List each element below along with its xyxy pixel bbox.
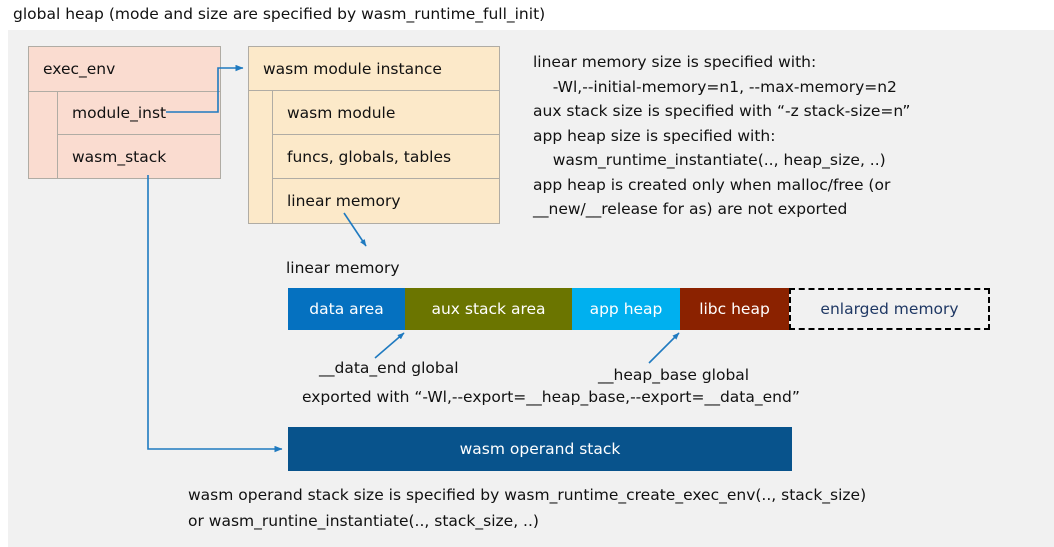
- module-instance-header: wasm module instance: [249, 47, 499, 91]
- wasm-module-instance-box: wasm module instance wasm module funcs, …: [248, 46, 500, 224]
- exec-env-fields: module_inst wasm_stack: [58, 92, 220, 178]
- module-instance-body: wasm module funcs, globals, tables linea…: [249, 91, 499, 223]
- exec-env-box: exec_env module_inst wasm_stack: [28, 46, 221, 179]
- module-instance-fields: wasm module funcs, globals, tables linea…: [273, 91, 499, 223]
- linear-memory-bar: data area aux stack area app heap libc h…: [288, 288, 990, 330]
- wasm-operand-stack-box: wasm operand stack: [288, 427, 792, 471]
- memory-segment-data-area: data area: [288, 288, 405, 330]
- exec-env-header: exec_env: [29, 47, 220, 92]
- exec-env-field-module-inst: module_inst: [58, 92, 220, 135]
- data-end-global-label: __data_end global: [319, 359, 459, 377]
- page-title: global heap (mode and size are specified…: [13, 5, 546, 23]
- exec-env-body: module_inst wasm_stack: [29, 92, 220, 178]
- linear-memory-label: linear memory: [286, 259, 400, 277]
- memory-segment-app-heap: app heap: [572, 288, 680, 330]
- exec-env-gutter: [29, 92, 58, 178]
- operand-stack-note: wasm operand stack size is specified by …: [188, 486, 867, 530]
- runtime-configuration-notes: linear memory size is specified with: -W…: [533, 53, 911, 218]
- memory-segment-aux-stack-area: aux stack area: [405, 288, 572, 330]
- memory-segment-libc-heap: libc heap: [680, 288, 789, 330]
- export-flags-note: exported with “-Wl,--export=__heap_base,…: [302, 388, 800, 406]
- heap-base-global-label: __heap_base global: [598, 366, 750, 384]
- module-instance-gutter: [249, 91, 273, 223]
- exec-env-field-wasm-stack: wasm_stack: [58, 135, 220, 178]
- memory-segment-enlarged-memory: enlarged memory: [789, 288, 990, 330]
- module-instance-field-funcs-globals-tables: funcs, globals, tables: [273, 135, 499, 179]
- module-instance-field-linear-memory: linear memory: [273, 179, 499, 223]
- module-instance-field-wasm-module: wasm module: [273, 91, 499, 135]
